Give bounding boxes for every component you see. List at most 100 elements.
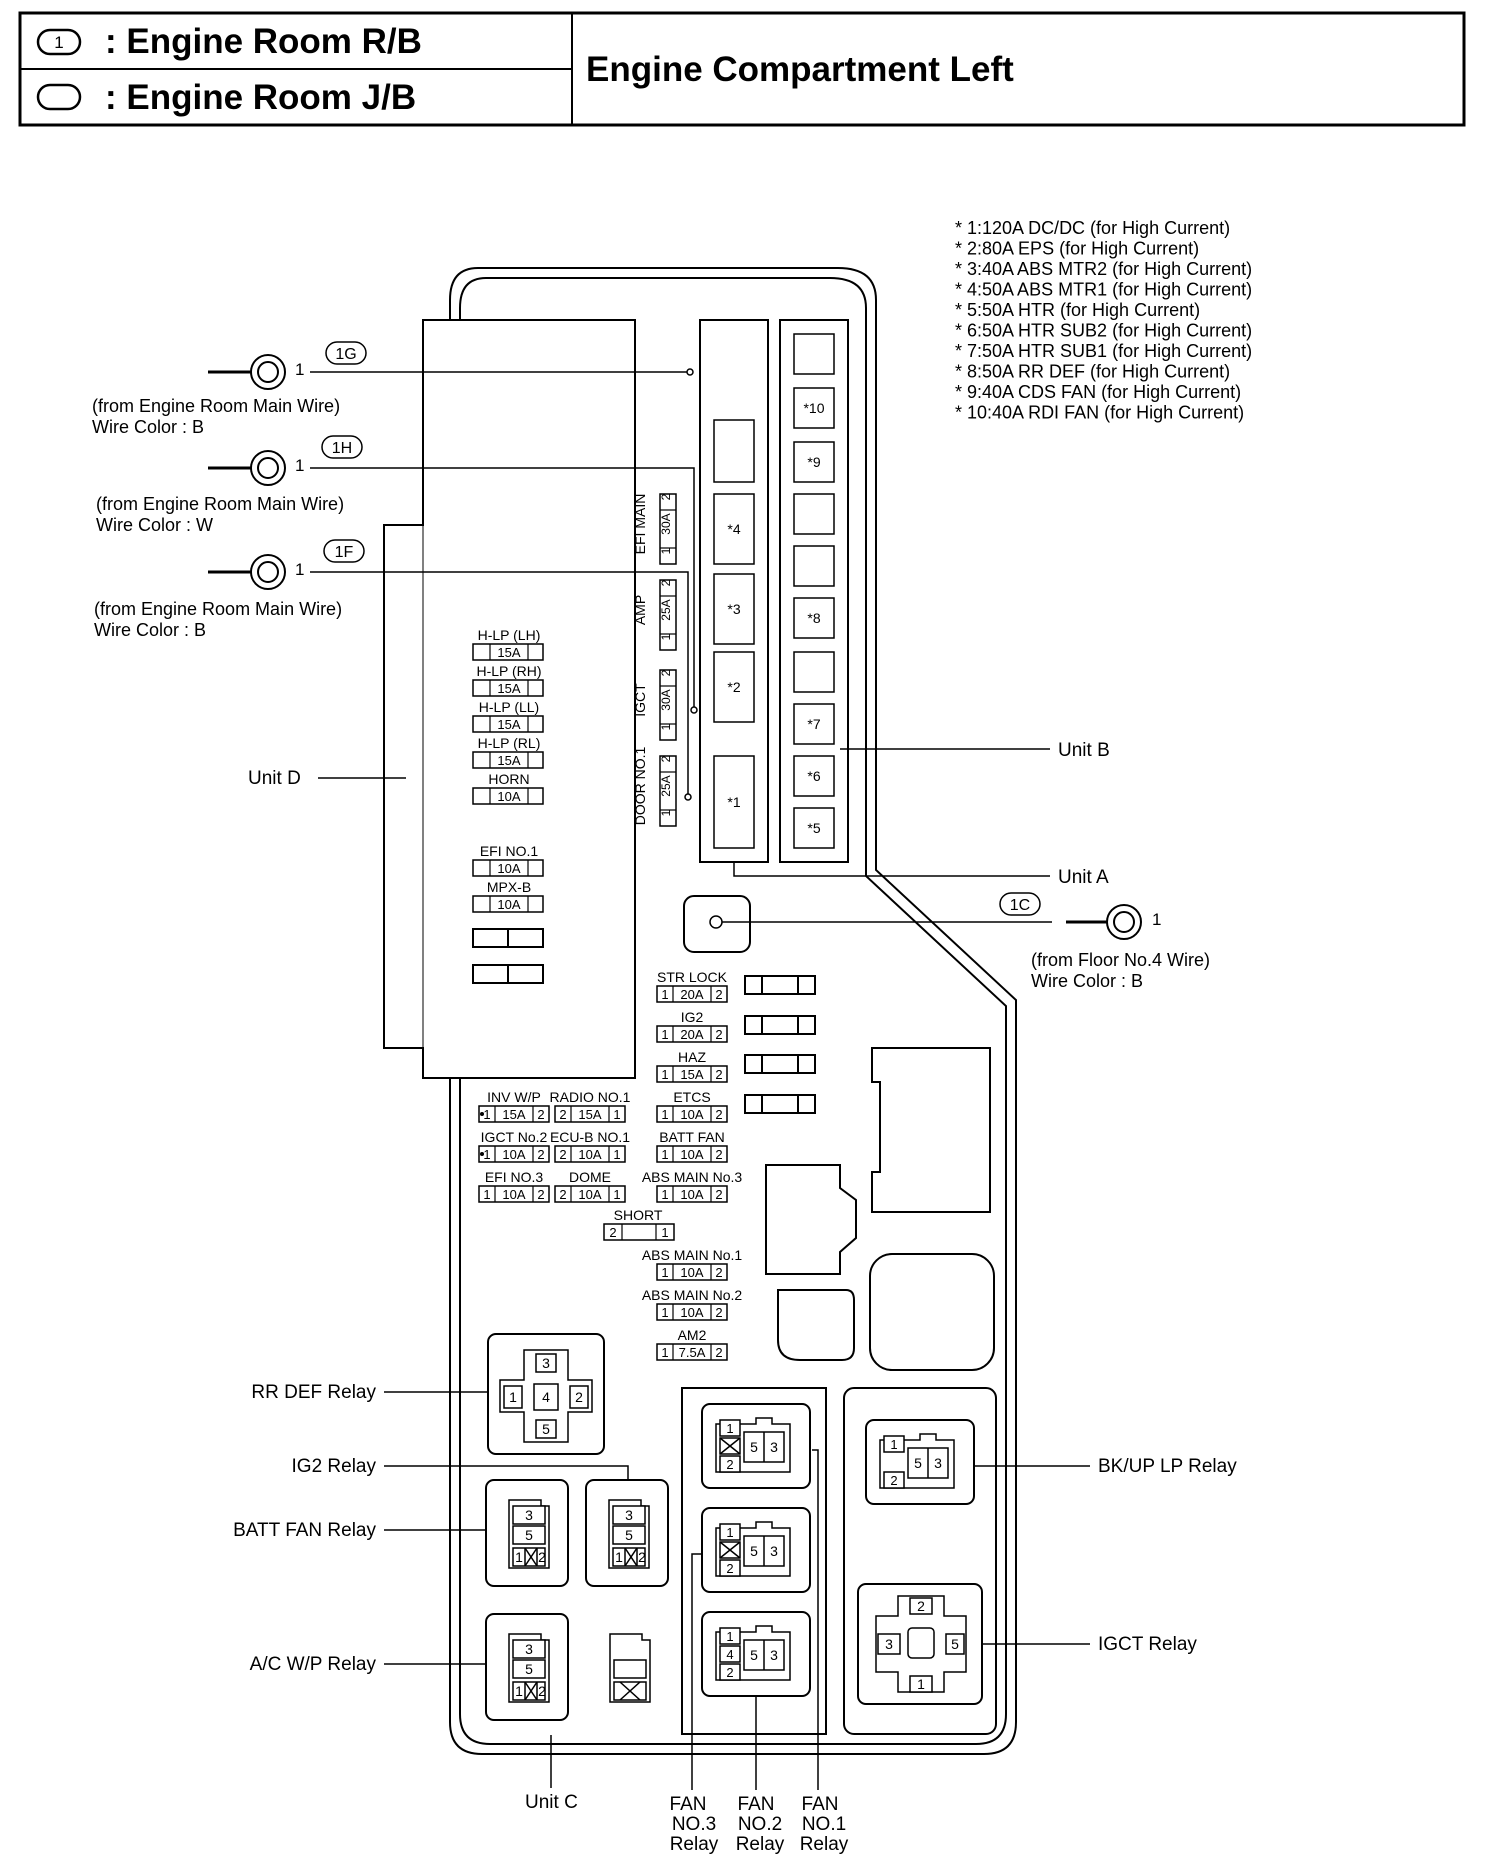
vertical-fuse-name: IGCT [632, 683, 648, 717]
bkup-lp-relay-label: BK/UP LP Relay [1098, 1456, 1237, 1477]
vertical-fuse-amp: 30A [659, 689, 673, 710]
fuse-amp: 15A [497, 717, 520, 732]
mini-fuse-pin: 2 [715, 1147, 722, 1162]
note-line: * 1:120A DC/DC (for High Current) [955, 218, 1230, 238]
relay-pin-number: 1 [726, 1629, 733, 1644]
relay-pin-number: 2 [538, 1549, 546, 1565]
pin-marker-dot [480, 1112, 484, 1116]
mini-fuse-amp: 10A [680, 1147, 703, 1162]
mini-fuse-pin: 2 [537, 1107, 544, 1122]
unit-a-empty-slot [713, 419, 755, 483]
terminal-1h: 1 1H (from Engine Room Main Wire) Wire C… [96, 435, 698, 714]
fuse-amp: 15A [497, 753, 520, 768]
vertical-fuse-slot [659, 669, 677, 741]
mini-fuse-amp: 15A [680, 1067, 703, 1082]
mini-fuse-pin: 2 [715, 1187, 722, 1202]
relay-pin-number: 5 [525, 1661, 533, 1677]
relay-pin-number: 3 [770, 1647, 778, 1663]
terminal-1c-pin: 1 [1152, 910, 1161, 929]
relay-pin-number: 2 [726, 1665, 733, 1680]
svg-text:1: 1 [917, 1676, 925, 1692]
note-line: * 2:80A EPS (for High Current) [955, 239, 1199, 259]
mini-fuse-pin: 1 [613, 1107, 620, 1122]
unit-a-slot [713, 573, 755, 645]
batt-fan-relay-label: BATT FAN Relay [233, 1520, 376, 1541]
mini-fuse-name: ABS MAIN No.1 [642, 1247, 743, 1263]
mini-fuse-amp: 10A [502, 1147, 525, 1162]
relay-pin-number: 5 [625, 1527, 633, 1543]
vertical-fuse-amp: 25A [659, 775, 673, 796]
short-pin-left: 2 [609, 1225, 616, 1240]
mini-fuse-pin: 2 [559, 1187, 566, 1202]
page-title: Engine Compartment Left [586, 50, 1014, 89]
relay-pin-number: 1 [890, 1437, 897, 1452]
unit-b-slot-label: *9 [807, 454, 820, 470]
vertical-fuse-pin: 1 [659, 809, 673, 816]
mini-fuse-pin: 1 [483, 1147, 490, 1162]
mini-fuse-slot [656, 1263, 728, 1281]
relay-pin-number: 5 [525, 1527, 533, 1543]
svg-text:4: 4 [542, 1389, 550, 1405]
fan1-relay-label-line1: FAN [802, 1794, 839, 1815]
mini-fuse-slot [478, 1145, 550, 1163]
unit-b-slot [793, 755, 835, 797]
vertical-fuse-pin: 1 [659, 547, 673, 554]
note-line: * 8:50A RR DEF (for High Current) [955, 362, 1230, 382]
terminal-1f: 1 1F (from Engine Room Main Wire) Wire C… [94, 539, 692, 801]
vertical-fuse-slot [659, 579, 677, 651]
short-pin: SHORT 2 1 [603, 1207, 675, 1241]
vertical-fuse-pin: 2 [659, 579, 673, 586]
relay-pin-block [879, 1433, 955, 1489]
unit-b-slot [793, 387, 835, 429]
mini-fuse-pin: 1 [613, 1147, 620, 1162]
unit-a-slots: *4*3*2*1 [713, 419, 755, 849]
mini-fuse-pin: 1 [613, 1187, 620, 1202]
rr-def-relay-pins: 3 5 1 2 4 [499, 1349, 593, 1443]
relay-pin-block [608, 1499, 650, 1569]
mini-fuse-pin: 1 [661, 1107, 668, 1122]
fuse-name: H-LP (RH) [476, 663, 541, 679]
unit-a-slot [713, 651, 755, 723]
short-name: SHORT [614, 1207, 663, 1223]
relay-pin-number: 1 [615, 1549, 623, 1565]
relay-pin-number: 2 [726, 1457, 733, 1472]
terminal-1g: 1 1G (from Engine Room Main Wire) Wire C… [92, 341, 694, 437]
mini-fuse-pin: 2 [715, 1107, 722, 1122]
unit-a-label: Unit A [1058, 867, 1109, 888]
mini-fuse-pin: 2 [715, 1027, 722, 1042]
relay-pin-number: 2 [638, 1549, 646, 1565]
mini-fuse-name: EFI NO.3 [485, 1169, 544, 1185]
mini-fuse-pin: 1 [483, 1107, 490, 1122]
rb-symbol-icon [36, 28, 82, 56]
jb-symbol-icon [36, 83, 82, 111]
mini-fuse-pin: 2 [715, 1305, 722, 1320]
relay-pin-number: 1 [515, 1683, 523, 1699]
unit-a-slot [713, 493, 755, 565]
vertical-fuse-name: AMP [632, 595, 648, 625]
mini-fuse-amp: 20A [680, 987, 703, 1002]
mini-fuse-slot [478, 1105, 550, 1123]
relay-pin-block [715, 1417, 791, 1473]
fan3-relay-label-line1: FAN [670, 1794, 707, 1815]
note-line: * 5:50A HTR (for High Current) [955, 300, 1200, 320]
ig2-relay-label: IG2 Relay [292, 1456, 377, 1477]
relay-pin-number: 1 [726, 1421, 733, 1436]
unit-a-slot-label: *1 [727, 794, 740, 810]
mini-fuse-name: ABS MAIN No.2 [642, 1287, 743, 1303]
svg-text:3: 3 [542, 1355, 550, 1371]
note-line: * 7:50A HTR SUB1 (for High Current) [955, 341, 1252, 361]
mini-fuse-pin: 2 [559, 1107, 566, 1122]
relay-pin-number: 1 [726, 1525, 733, 1540]
connector-blocks [765, 1047, 995, 1371]
empty-relay-socket [609, 1633, 651, 1703]
rb-symbol-number: 1 [54, 33, 63, 52]
mini-fuse-pin: 2 [715, 987, 722, 1002]
mini-fuse-slot [656, 1185, 728, 1203]
svg-text:2: 2 [917, 1598, 925, 1614]
unit-b-slot-label: *10 [803, 400, 824, 416]
mini-fuse-pin: 2 [537, 1187, 544, 1202]
unit-a-slot-label: *3 [727, 601, 740, 617]
unit-a-slot [713, 755, 755, 849]
